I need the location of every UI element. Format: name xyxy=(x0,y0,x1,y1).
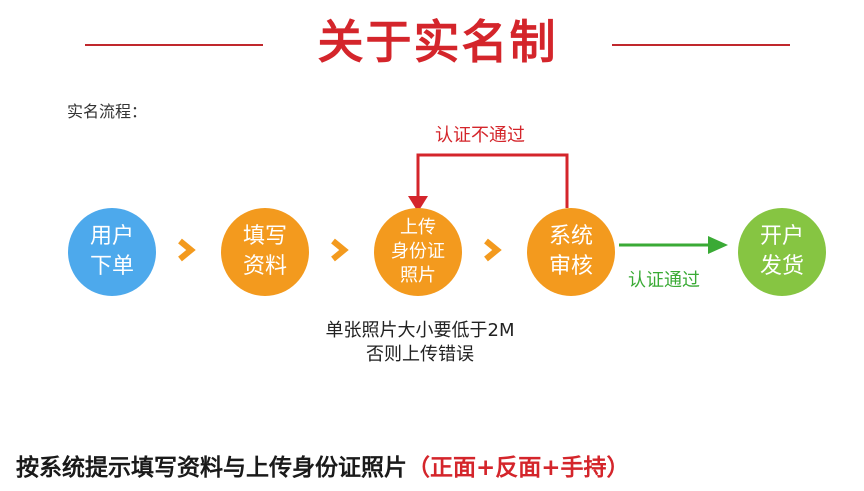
verification-failed-label: 认证不通过 xyxy=(435,125,525,146)
reject-arrowhead xyxy=(408,196,428,212)
footer-text: 按系统提示填写资料与上传身份证照片 xyxy=(16,455,407,481)
step-label: 发货 xyxy=(759,254,804,279)
step-open-and-ship: 开户 发货 xyxy=(738,208,826,296)
chevron-right-icon xyxy=(484,238,502,262)
page-title: 关于实名制 xyxy=(317,15,558,69)
step-label: 开户 xyxy=(759,224,804,249)
approve-arrowhead xyxy=(708,236,728,254)
chevron-right-icon xyxy=(331,238,349,262)
step-label: 上传 xyxy=(400,217,436,238)
step-label: 身份证 xyxy=(391,241,445,262)
footer-instruction: 按系统提示填写资料与上传身份证照片（正面+反面+手持） xyxy=(16,448,630,482)
photo-size-note-line: 否则上传错误 xyxy=(366,344,474,365)
step-user-order: 用户 下单 xyxy=(68,208,156,296)
footer-highlight: （正面+反面+手持） xyxy=(407,455,630,481)
step-label: 用户 xyxy=(89,224,134,249)
verification-passed-label: 认证通过 xyxy=(628,270,700,291)
step-label: 下单 xyxy=(89,254,134,279)
photo-size-note: 单张照片大小要低于2M 否则上传错误 xyxy=(290,319,550,367)
photo-size-note-line: 单张照片大小要低于2M xyxy=(325,320,515,341)
step-label: 系统 xyxy=(548,224,593,249)
step-fill-info: 填写 资料 xyxy=(221,208,309,296)
step-upload-id-photo: 上传 身份证 照片 xyxy=(374,208,462,296)
step-system-review: 系统 审核 xyxy=(527,208,615,296)
step-label: 照片 xyxy=(400,265,436,286)
chevron-right-icon xyxy=(178,238,196,262)
title-divider-right xyxy=(612,44,790,46)
reject-loop-arrow xyxy=(416,153,569,208)
process-label: 实名流程： xyxy=(67,102,148,121)
title-divider-left xyxy=(85,44,263,46)
step-label: 填写 xyxy=(242,224,287,249)
step-label: 审核 xyxy=(548,254,593,279)
step-label: 资料 xyxy=(242,254,287,279)
